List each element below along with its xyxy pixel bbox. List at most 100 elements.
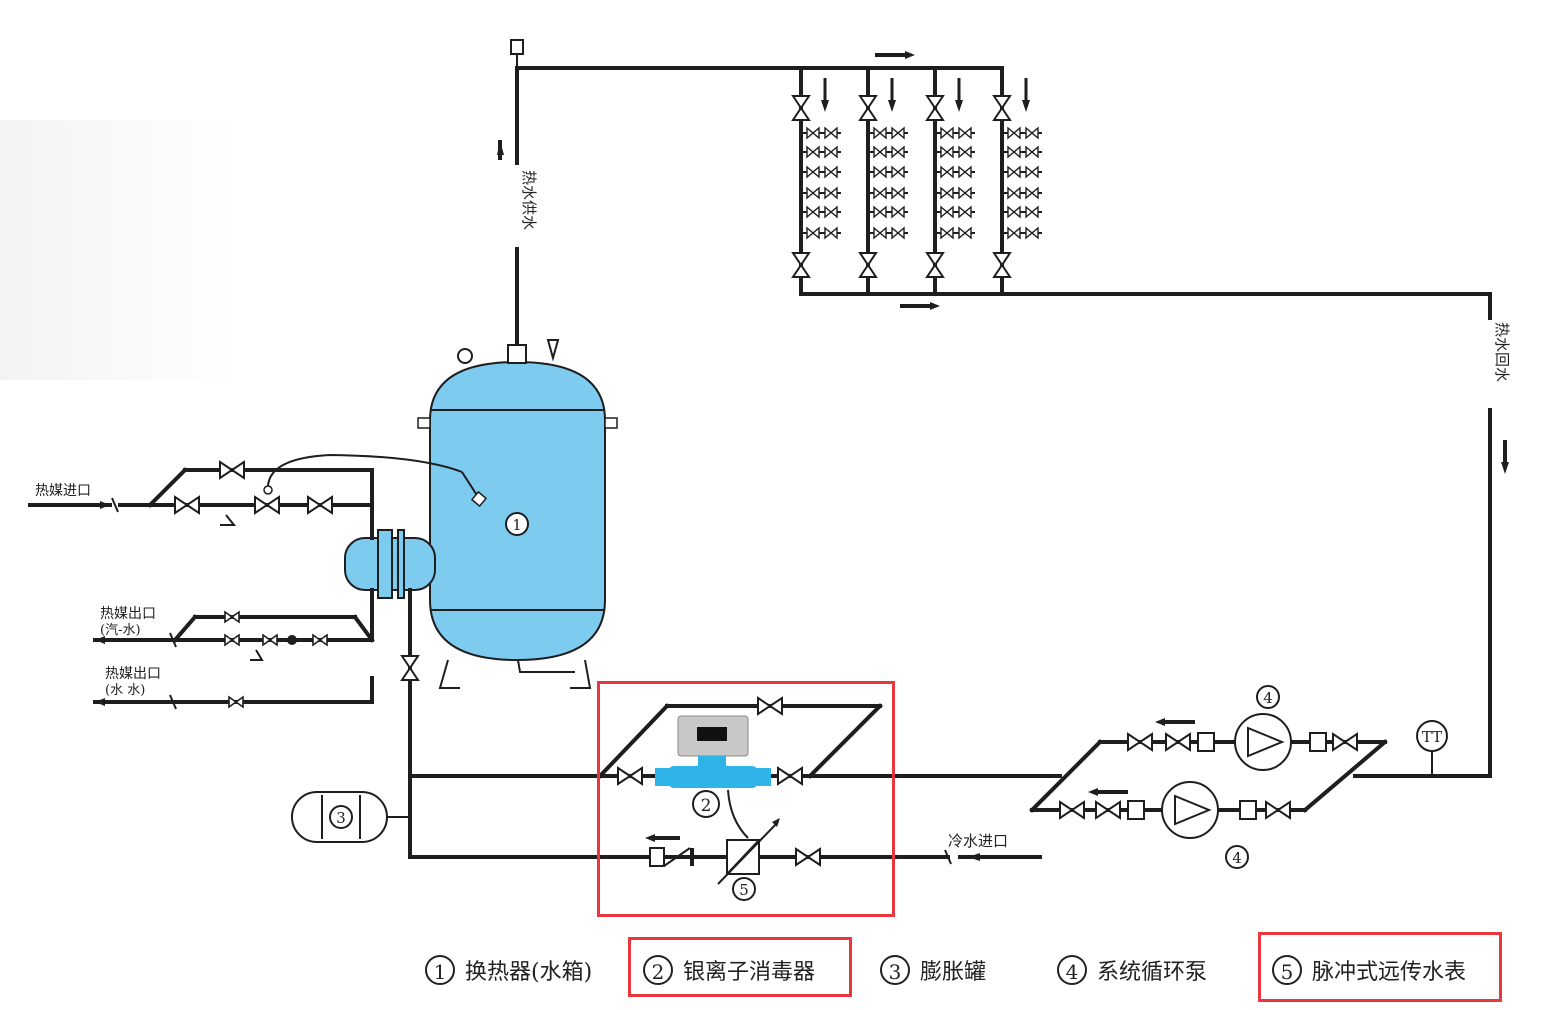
tube-heat-exchanger (344, 503, 436, 662)
tap-valve (958, 226, 972, 240)
tap-valve (873, 205, 887, 219)
tap-valve (806, 226, 820, 240)
riser-valve (925, 95, 945, 121)
flow-arrow-bottom (900, 302, 940, 310)
tap-valve (1007, 186, 1021, 200)
heat-medium-outlet-steam (93, 611, 375, 661)
tap-valve (1007, 205, 1021, 219)
tap-valve (1007, 226, 1021, 240)
tap-valve (806, 145, 820, 159)
tap-valve (1025, 126, 1039, 140)
heat-outlet-water-label: 热媒出口 (105, 666, 161, 682)
tap-valve (940, 165, 954, 179)
riser-valve (791, 95, 811, 121)
legend-item-1: 1 换热器(水箱) (425, 945, 592, 995)
riser-valve (992, 95, 1012, 121)
disinfector-number: 2 (701, 796, 712, 816)
legend-item-2: 2 银离子消毒器 (643, 945, 815, 995)
legend-item-4: 4 系统循环泵 (1057, 945, 1207, 995)
meter-number: 5 (739, 881, 749, 899)
left-faded-area (0, 120, 240, 380)
water-heater-tank (417, 339, 618, 689)
tap-valve (1025, 165, 1039, 179)
tap-valve (806, 165, 820, 179)
legend-item-3: 3 膨胀罐 (880, 945, 986, 995)
tap-valve (1025, 205, 1039, 219)
tap-valve (940, 186, 954, 200)
silver-ion-disinfector-assembly (597, 697, 883, 788)
supply-arrow-up (497, 140, 504, 160)
legend-text: 系统循环泵 (1097, 960, 1208, 985)
tap-valve (1025, 186, 1039, 200)
cold-water-meter-line (645, 789, 821, 885)
cold-water-label: 冷水进口 (948, 832, 1008, 850)
tap-valve (958, 205, 972, 219)
disinfector-highlight-box (597, 681, 895, 917)
tap-valve (940, 126, 954, 140)
tap-valve (1025, 145, 1039, 159)
legend-number: 1 (425, 955, 455, 985)
legend-number: 2 (643, 955, 673, 985)
disinfector-body (668, 766, 758, 788)
tap-valve (824, 186, 838, 200)
down-arrow-head (955, 100, 963, 112)
tap-valve (958, 126, 972, 140)
legend-highlight-2 (628, 937, 852, 997)
legend-number: 4 (1057, 955, 1087, 985)
riser-valve (791, 252, 811, 278)
tap-valve (873, 226, 887, 240)
down-arrow-head (888, 100, 896, 112)
tap-valve (958, 145, 972, 159)
hot-supply-pipe (510, 39, 1004, 347)
tap-valve (891, 205, 905, 219)
pump-number-bottom: 4 (1232, 849, 1242, 867)
hot-return-label: 热水回水 (1493, 322, 1511, 382)
heat-medium-outlet-water (93, 655, 419, 710)
legend-number: 3 (880, 955, 910, 985)
tap-valve (806, 205, 820, 219)
riser-valve (992, 252, 1012, 278)
heat-inlet-label: 热媒进口 (35, 483, 91, 499)
tap-valve (873, 126, 887, 140)
hot-supply-label: 热水供水 (520, 170, 538, 230)
heat-outlet-steam-sub: (汽-水) (100, 623, 141, 638)
tap-valve (873, 186, 887, 200)
tap-valve (891, 186, 905, 200)
pump-number-top: 4 (1263, 689, 1273, 707)
heat-medium-inlet-piping (28, 453, 463, 526)
down-arrow-head (1022, 100, 1030, 112)
tap-valve (958, 165, 972, 179)
riser-group (791, 68, 1042, 294)
legend-number: 5 (1272, 955, 1302, 985)
tap-valve (940, 145, 954, 159)
expansion-tank-number: 3 (336, 809, 346, 827)
flow-arrow-top (875, 51, 915, 59)
tap-valve (824, 165, 838, 179)
tap-valve (824, 205, 838, 219)
tap-valve (806, 126, 820, 140)
tap-valve (873, 145, 887, 159)
tap-valve (1007, 165, 1021, 179)
heat-outlet-water-sub: (水 水) (105, 683, 145, 698)
legend-item-5: 5 脉冲式远传水表 (1272, 945, 1466, 995)
tap-valve (824, 145, 838, 159)
temperature-sensor (1416, 720, 1448, 752)
riser-valve (858, 95, 878, 121)
down-arrow-head (821, 100, 829, 112)
tank-number: 1 (512, 516, 522, 534)
tap-valve (891, 226, 905, 240)
tap-valve (940, 205, 954, 219)
tap-valve (824, 126, 838, 140)
legend-highlight-5 (1258, 932, 1502, 1002)
tt-label: TT (1422, 728, 1442, 746)
tap-valve (891, 165, 905, 179)
tap-valve (806, 186, 820, 200)
tap-valve (824, 226, 838, 240)
legend-text: 脉冲式远传水表 (1312, 960, 1467, 985)
legend-text: 银离子消毒器 (683, 960, 816, 985)
return-arrow-down (1501, 440, 1509, 474)
heat-outlet-steam-label: 热媒出口 (100, 606, 156, 622)
tap-valve (873, 165, 887, 179)
riser-valve (858, 252, 878, 278)
